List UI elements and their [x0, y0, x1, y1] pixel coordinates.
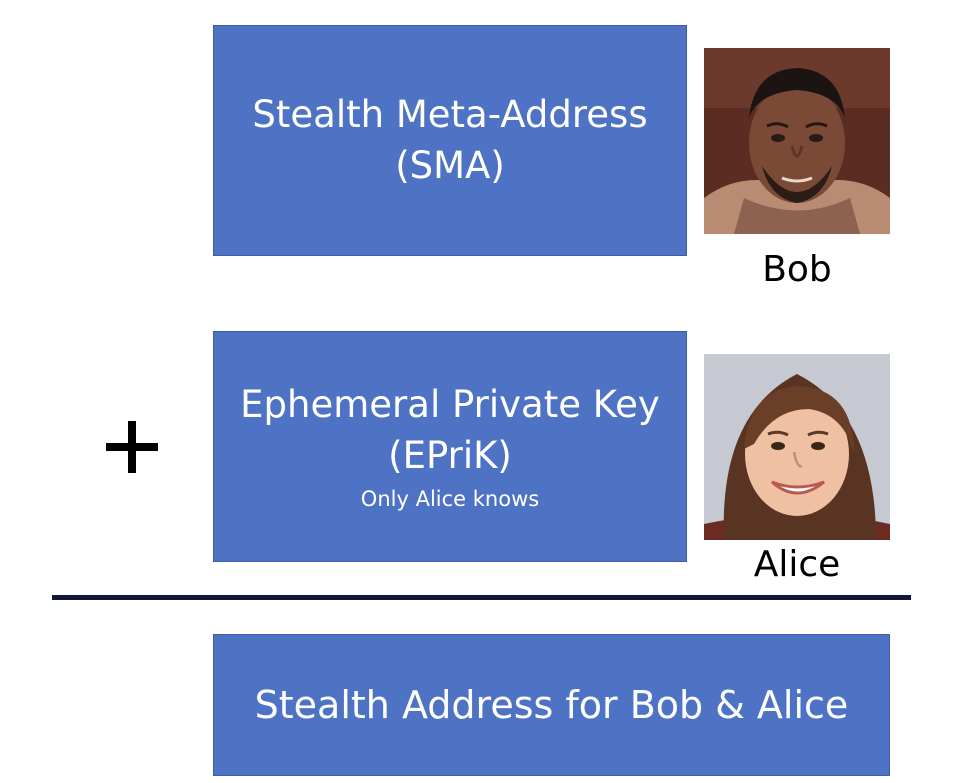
ephemeral-private-key-box: Ephemeral Private Key (EPriK) Only Alice… — [213, 331, 687, 562]
eprik-subtitle: (EPriK) — [388, 433, 512, 477]
bob-photo — [704, 48, 890, 234]
alice-label: Alice — [753, 544, 841, 585]
bob-portrait-icon — [704, 48, 890, 234]
sma-subtitle: (SMA) — [395, 143, 505, 187]
stealth-address-box: Stealth Address for Bob & Alice — [213, 634, 890, 776]
alice-portrait-icon — [704, 354, 890, 540]
sma-title: Stealth Meta-Address — [252, 92, 648, 136]
eprik-note: Only Alice knows — [360, 486, 540, 511]
sum-divider-line — [52, 595, 911, 600]
stealth-address-title: Stealth Address for Bob & Alice — [254, 683, 849, 727]
bob-label: Bob — [762, 249, 832, 290]
alice-photo — [704, 354, 890, 540]
eprik-title: Ephemeral Private Key — [240, 382, 660, 426]
plus-icon — [104, 420, 160, 476]
stealth-meta-address-box: Stealth Meta-Address (SMA) — [213, 25, 687, 256]
